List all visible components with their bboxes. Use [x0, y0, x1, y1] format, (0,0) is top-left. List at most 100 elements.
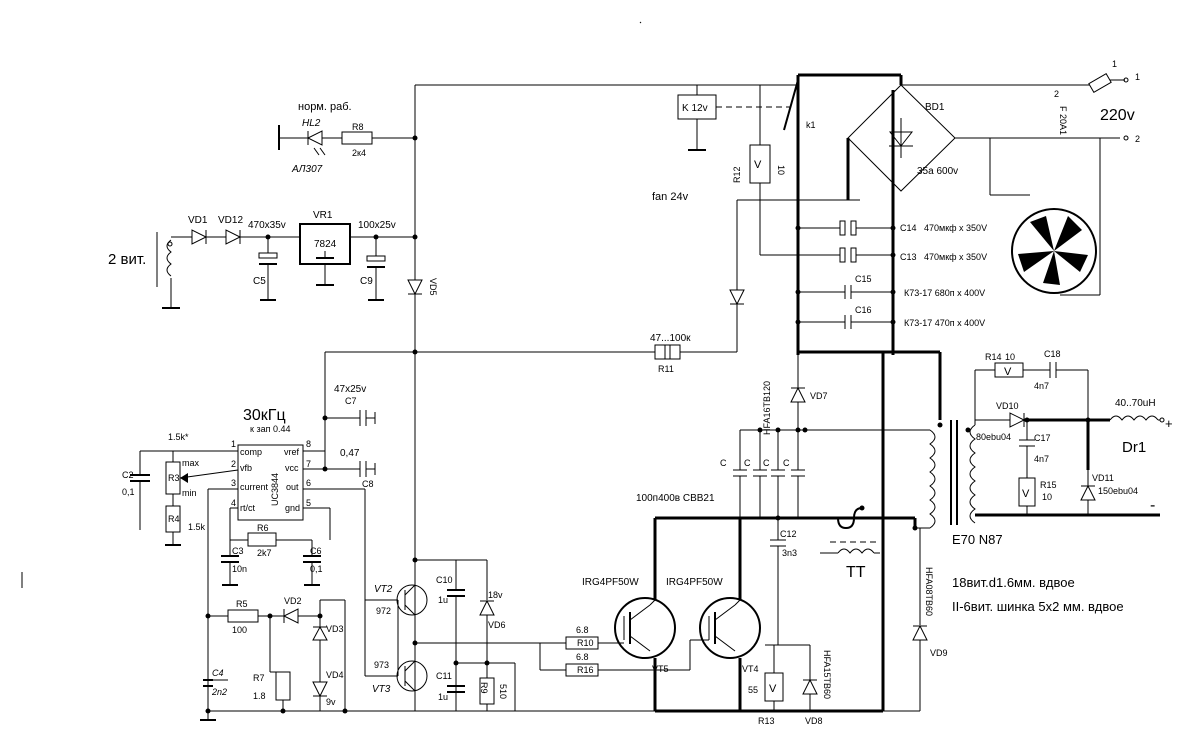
- svg-text:VT5: VT5: [652, 664, 669, 674]
- svg-text:R7: R7: [253, 673, 265, 683]
- svg-text:min: min: [182, 488, 197, 498]
- svg-text:VD8: VD8: [805, 716, 823, 726]
- svg-text:HFA15TB60: HFA15TB60: [822, 650, 832, 699]
- svg-text:10: 10: [1042, 492, 1052, 502]
- svg-text:470х35v: 470х35v: [248, 220, 286, 231]
- svg-text:R8: R8: [352, 122, 364, 132]
- svg-text:2: 2: [1135, 134, 1140, 144]
- svg-text:vfb: vfb: [240, 463, 252, 473]
- svg-text:1.5k*: 1.5k*: [168, 432, 189, 442]
- svg-text:100х25v: 100х25v: [358, 220, 396, 231]
- svg-text:973: 973: [374, 660, 389, 670]
- vd2-diode: [282, 608, 299, 624]
- svg-text:VR1: VR1: [313, 210, 333, 221]
- svg-text:100: 100: [232, 625, 247, 635]
- svg-text:100п400в CBB21: 100п400в CBB21: [636, 493, 715, 504]
- r5-resistor: [227, 609, 259, 623]
- svg-text:F 20A1: F 20A1: [1058, 106, 1068, 135]
- svg-text:VD7: VD7: [810, 391, 828, 401]
- svg-text:18v: 18v: [488, 590, 503, 600]
- svg-text:1.8: 1.8: [253, 691, 266, 701]
- r9-resistor: [479, 677, 495, 705]
- svg-text:9v: 9v: [326, 697, 336, 707]
- svg-text:C: C: [763, 458, 770, 468]
- svg-text:C: C: [744, 458, 751, 468]
- led-arrow-icon: [313, 147, 320, 156]
- vt4-igbt: [699, 597, 761, 659]
- svg-text:10n: 10n: [232, 564, 247, 574]
- al307-label: АЛ307: [291, 164, 323, 175]
- svg-text:6.8: 6.8: [576, 652, 589, 662]
- svg-text:C18: C18: [1044, 349, 1061, 359]
- svg-text:out: out: [286, 482, 299, 492]
- svg-text:R6: R6: [257, 523, 269, 533]
- svg-text:R12: R12: [732, 166, 742, 183]
- c14-capacitor: [839, 220, 846, 236]
- svg-text:4n7: 4n7: [1034, 381, 1049, 391]
- svg-text:gnd: gnd: [285, 503, 300, 513]
- winding-note-2: II-6вит. шинка 5х2 мм. вдвое: [952, 599, 1124, 614]
- svg-text:VD12: VD12: [218, 215, 243, 226]
- svg-text:VD6: VD6: [488, 620, 506, 630]
- svg-text:510: 510: [498, 684, 508, 699]
- vt3-transistor: [396, 660, 428, 692]
- c13-capacitor: [839, 247, 846, 263]
- svg-text:6.8: 6.8: [576, 625, 589, 635]
- svg-text:1: 1: [1112, 59, 1117, 69]
- transformer-primary: [929, 429, 936, 529]
- svg-text:UC3844: UC3844: [270, 473, 280, 506]
- svg-text:55: 55: [748, 685, 758, 695]
- svg-text:VD3: VD3: [326, 624, 344, 634]
- tt-primary-loop: [837, 507, 863, 530]
- mains-label: 220v: [1100, 107, 1135, 124]
- k1-switch: [783, 79, 799, 131]
- svg-text:V: V: [769, 683, 777, 695]
- vd7-diode: [790, 386, 806, 403]
- svg-text:4: 4: [231, 498, 236, 508]
- transformer-secondary: [969, 424, 976, 524]
- svg-text:2k7: 2k7: [257, 548, 272, 558]
- svg-text:R5: R5: [236, 599, 248, 609]
- tt-current-transformer: [837, 548, 875, 554]
- two-turn-label: 2 вит.: [108, 251, 146, 268]
- svg-text:V: V: [1022, 488, 1030, 500]
- fan-blades-icon: [1018, 216, 1088, 285]
- svg-text:47...100к: 47...100к: [650, 333, 691, 344]
- svg-text:C14: C14: [900, 223, 917, 233]
- svg-text:vcc: vcc: [285, 463, 299, 473]
- svg-text:VT2: VT2: [374, 584, 393, 595]
- svg-text:4n7: 4n7: [1034, 454, 1049, 464]
- vd6-zener: [479, 599, 495, 616]
- vd5-diode: [407, 279, 423, 296]
- vt5-igbt: [614, 597, 676, 659]
- svg-text:VT3: VT3: [372, 684, 391, 695]
- svg-text:10: 10: [776, 165, 786, 175]
- fuse-f: [1088, 72, 1112, 94]
- svg-text:VD2: VD2: [284, 596, 302, 606]
- svg-text:C3: C3: [232, 546, 244, 556]
- svg-text:к зап 0.44: к зап 0.44: [250, 424, 290, 434]
- svg-text:C15: C15: [855, 274, 872, 284]
- svg-text:HFA16TB120: HFA16TB120: [762, 381, 772, 435]
- svg-text:C10: C10: [436, 575, 453, 585]
- svg-text:k1: k1: [806, 120, 816, 130]
- vd10-diode: [1009, 412, 1026, 428]
- r8-resistor: [341, 131, 373, 145]
- svg-text:C: C: [783, 458, 790, 468]
- svg-text:1u: 1u: [438, 692, 448, 702]
- svg-text:rt/ct: rt/ct: [240, 503, 255, 513]
- vd11-diode: [1080, 484, 1096, 501]
- aux-winding-icon: [166, 239, 172, 277]
- fan-icon: [1011, 208, 1097, 294]
- svg-text:V: V: [1004, 366, 1012, 378]
- svg-text:C5: C5: [253, 276, 266, 287]
- svg-text:R11: R11: [658, 364, 674, 374]
- svg-text:6: 6: [306, 478, 311, 488]
- svg-text:C17: C17: [1034, 433, 1051, 443]
- r7-resistor: [275, 671, 291, 701]
- svg-text:R4: R4: [168, 514, 180, 524]
- svg-text:7824: 7824: [314, 239, 337, 250]
- svg-text:470мкф х 350V: 470мкф х 350V: [924, 252, 987, 262]
